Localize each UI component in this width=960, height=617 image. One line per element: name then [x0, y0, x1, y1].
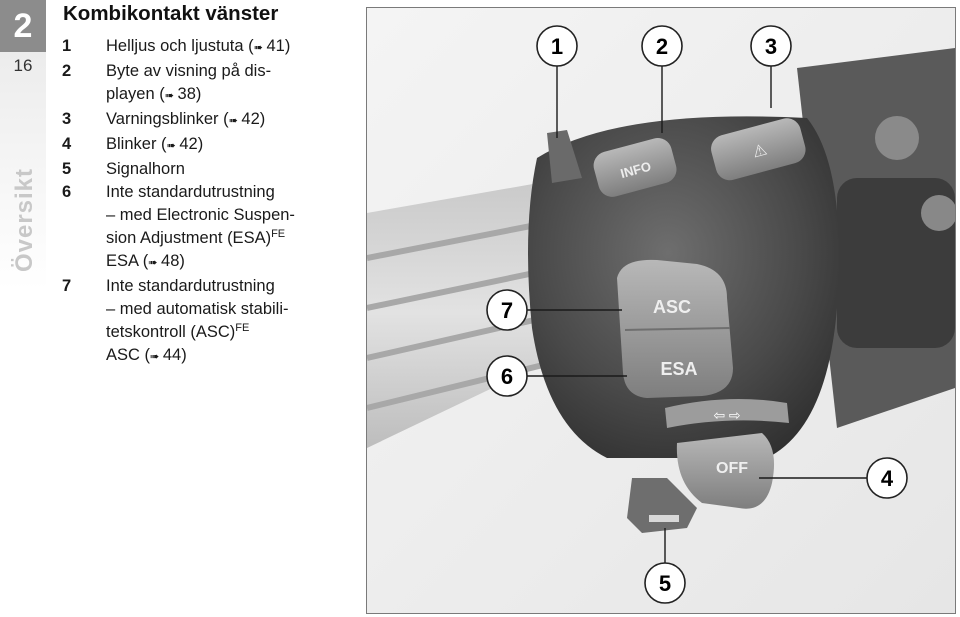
legend-item-3: 3 Varningsblinker (➠ 42)	[62, 110, 266, 128]
switch-figure: INFO ⚠ ASC ESA ⇦ ⇨ OFF	[366, 7, 956, 614]
esa-label: ESA	[660, 359, 697, 379]
callout-2: 2	[641, 25, 683, 67]
page-ref[interactable]: 42	[179, 135, 198, 153]
page-heading: Kombikontakt vänster	[63, 2, 279, 25]
indicator-switch[interactable]: ⇦ ⇨	[665, 399, 789, 428]
reference-arrow-icon: ➠	[148, 257, 157, 269]
grip-ribs	[367, 215, 593, 411]
chapter-number: 2	[0, 0, 46, 52]
high-beam-lever[interactable]	[547, 130, 582, 183]
horn-icon	[649, 515, 679, 522]
horn-button[interactable]	[627, 478, 697, 533]
callout-lines	[527, 66, 867, 566]
asc-label: ASC	[653, 297, 691, 317]
hazard-icon: ⚠	[751, 141, 769, 161]
svg-text:4: 4	[881, 466, 894, 491]
legend-item-4: 4 Blinker (➠ 42)	[62, 135, 204, 153]
svg-text:7: 7	[501, 298, 513, 323]
callout-4: 4	[866, 457, 908, 499]
svg-text:6: 6	[501, 364, 513, 389]
callout-6: 6	[486, 355, 528, 397]
callout-3: 3	[750, 25, 792, 67]
info-button[interactable]: INFO	[590, 135, 679, 200]
hazard-button[interactable]: ⚠	[708, 115, 809, 183]
svg-text:1: 1	[551, 34, 563, 59]
page-ref[interactable]: 44	[162, 346, 182, 364]
legend-list: 1 Helljus och ljustuta (➠ 41) 2 Byte av …	[62, 35, 295, 369]
legend-item-6: 6 Inte standardutrustning – med Electron…	[62, 183, 295, 270]
legend-item-5: 5 Signalhorn	[62, 160, 185, 178]
svg-text:2: 2	[656, 34, 668, 59]
svg-text:OFF: OFF	[716, 460, 748, 477]
section-label: Översikt	[11, 167, 38, 273]
indicator-off-button[interactable]: OFF	[676, 433, 775, 509]
page-ref[interactable]: 38	[177, 85, 196, 103]
indicator-arrows-icon: ⇦ ⇨	[713, 407, 740, 423]
callout-5: 5	[644, 562, 686, 604]
page-ref[interactable]: 41	[266, 37, 285, 55]
svg-text:3: 3	[765, 34, 777, 59]
rear-knob	[875, 116, 919, 160]
callouts: 1 2 3 4 5 6 7	[486, 25, 908, 604]
reference-arrow-icon: ➠	[253, 42, 263, 54]
rear-knob-2	[921, 195, 955, 231]
callout-1: 1	[536, 25, 578, 67]
callout-7: 7	[486, 289, 528, 331]
legend-item-7: 7 Inte standardutrustning – med automati…	[62, 277, 289, 364]
reference-arrow-icon: ➠	[150, 351, 159, 363]
reference-arrow-icon: ➠	[164, 90, 174, 102]
page-number: 16	[13, 56, 33, 75]
asc-esa-rocker[interactable]: ASC ESA	[617, 259, 733, 398]
page-ref[interactable]: 42	[241, 110, 260, 128]
svg-text:5: 5	[659, 571, 671, 596]
reference-arrow-icon: ➠	[166, 140, 176, 152]
legend-item-1: 1 Helljus och ljustuta (➠ 41)	[62, 37, 291, 55]
legend-item-2: 2 Byte av visning på dis- playen (➠ 38)	[62, 62, 272, 103]
reference-arrow-icon: ➠	[228, 115, 238, 127]
page-ref[interactable]: 48	[161, 252, 180, 270]
switch-illustration: INFO ⚠ ASC ESA ⇦ ⇨ OFF	[367, 8, 955, 613]
